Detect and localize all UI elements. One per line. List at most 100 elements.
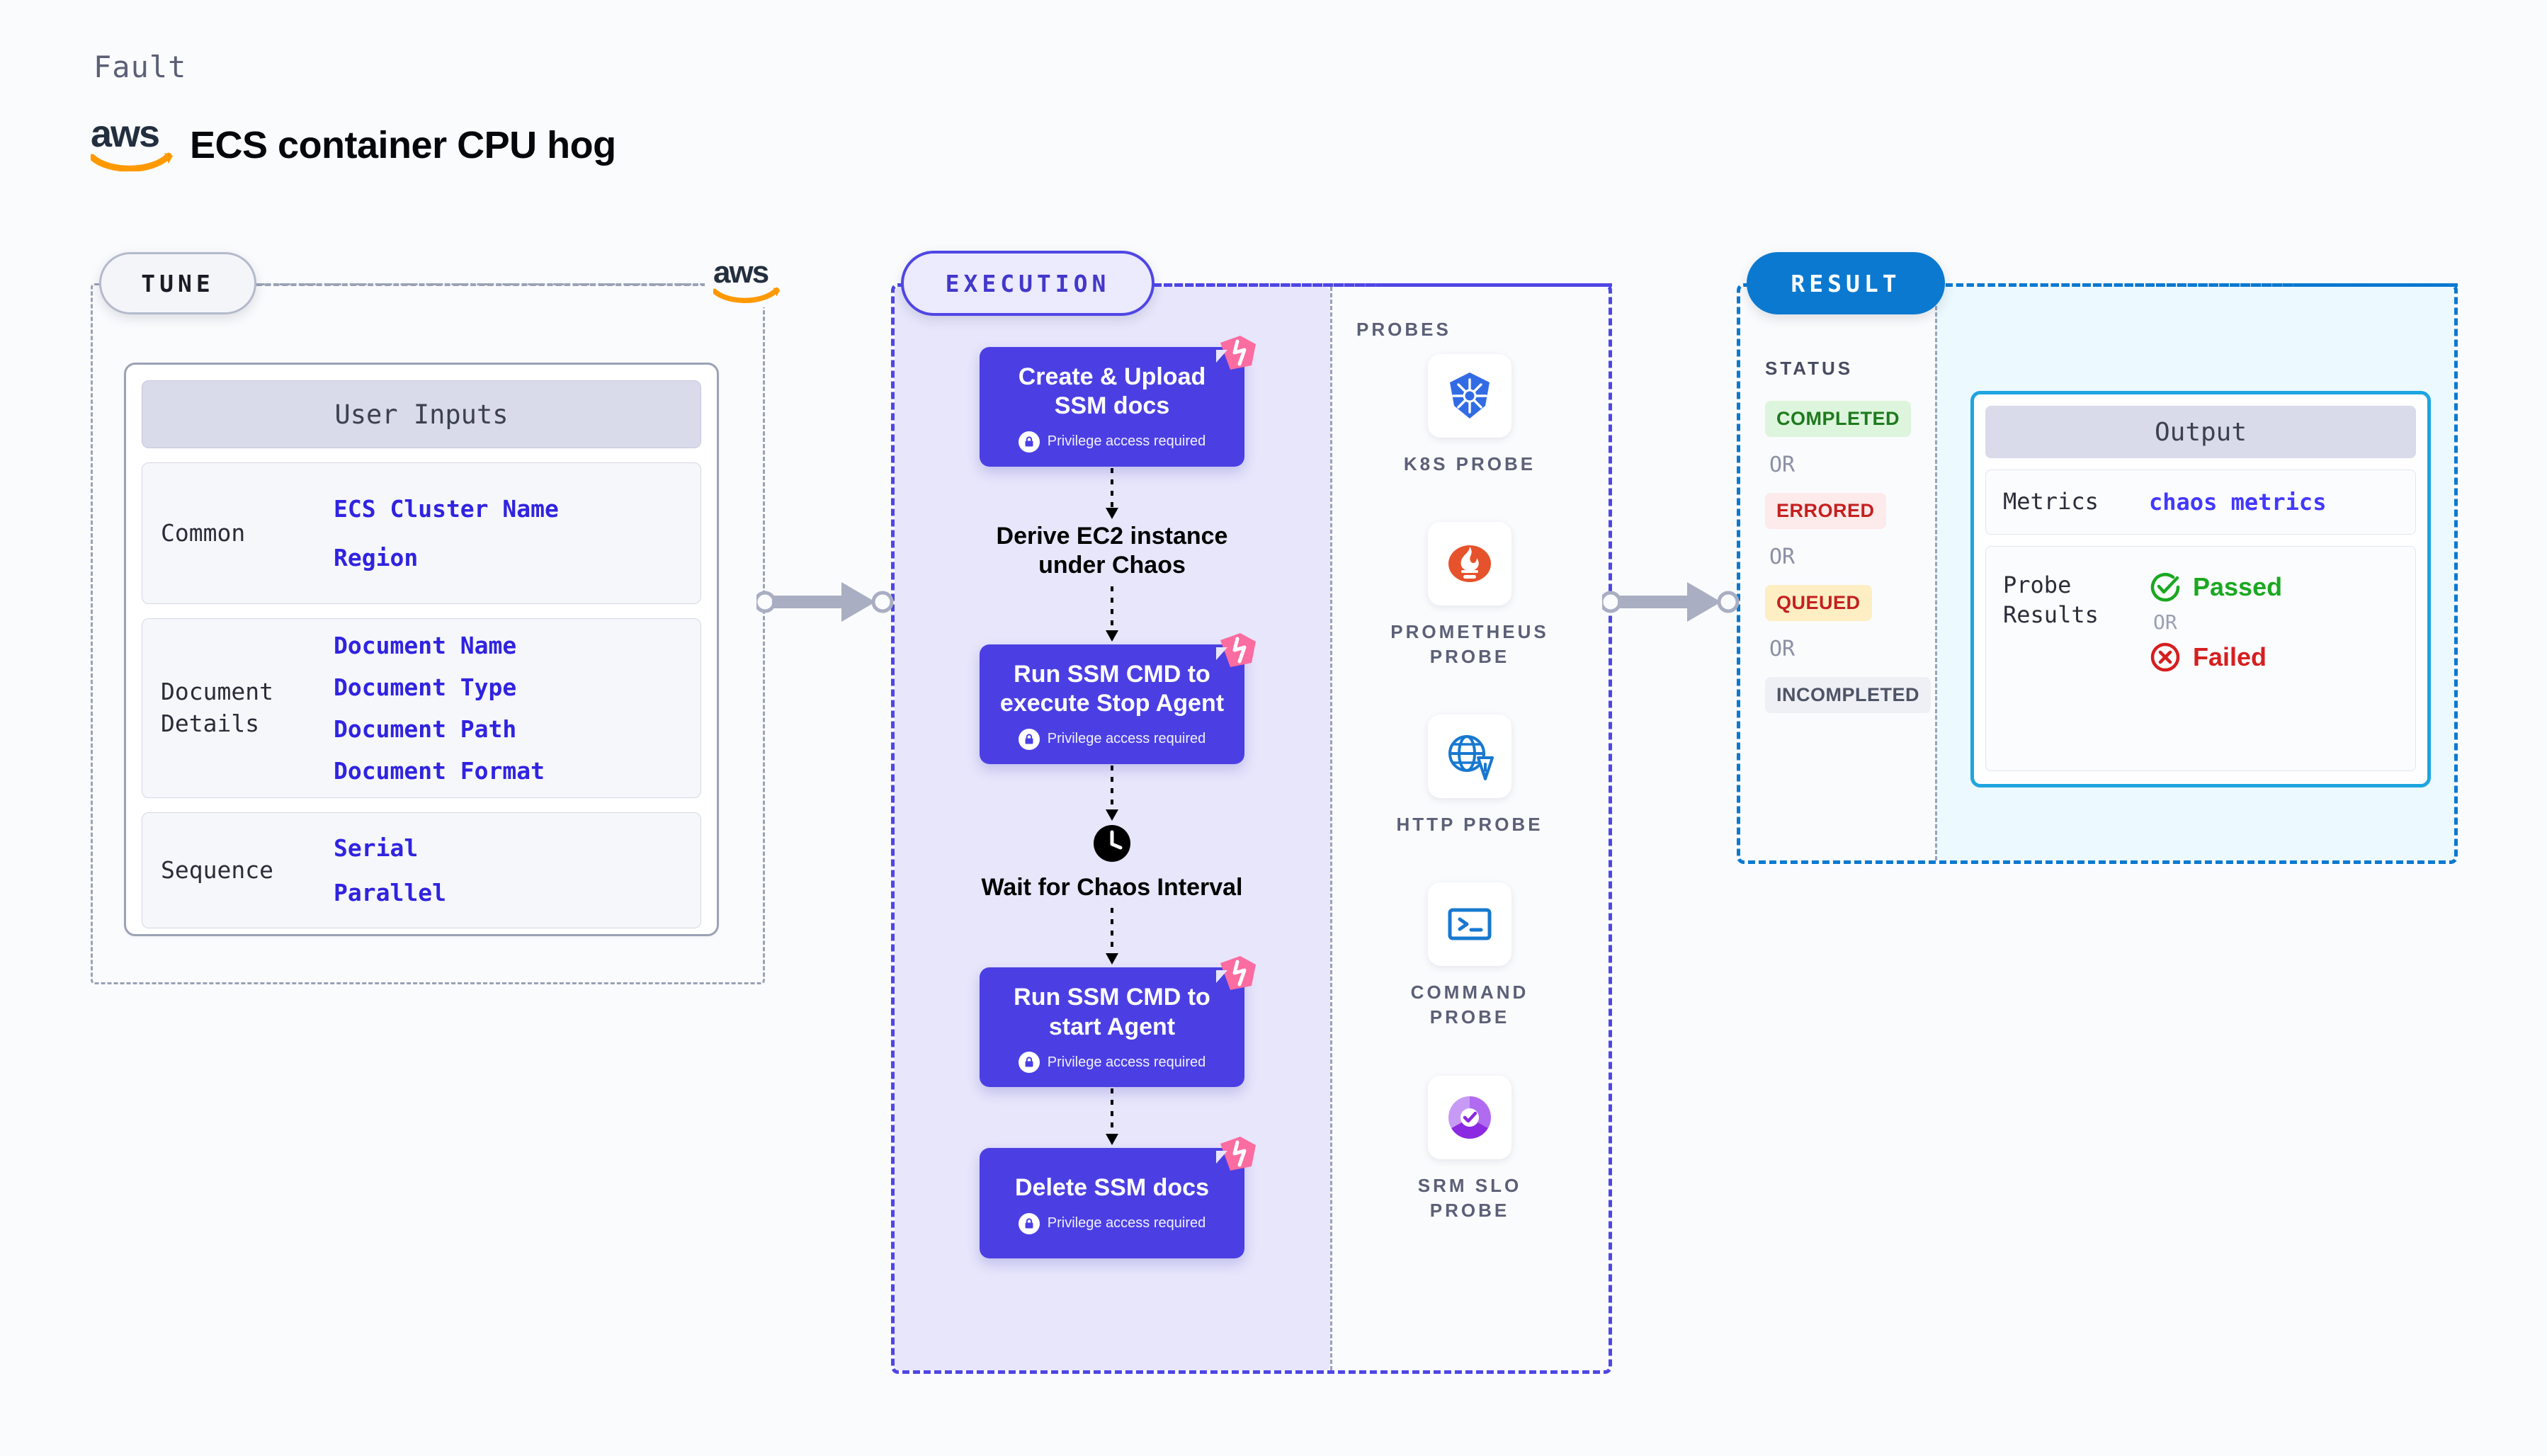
probe-item-http[interactable]: HTTP PROBE [1396,715,1543,837]
input-group-label: Document Details [161,678,273,737]
output-probe-results-label: Probe Results [2003,571,2099,628]
output-metrics-value[interactable]: chaos metrics [2149,489,2327,516]
probe-item-srm-slo[interactable]: SRM SLO PROBE [1417,1075,1522,1223]
execution-step-node[interactable]: Delete SSM docs Privilege access require… [980,1137,1256,1258]
execution-step-title: Derive EC2 instance under Chaos [996,522,1228,579]
input-group-label: Sequence [161,855,273,884]
flow-arrow [956,906,1268,967]
execution-step-node[interactable]: Create & Upload SSM docs Privilege acces… [980,336,1256,467]
probe-label: SRM SLO PROBE [1417,1174,1522,1221]
execution-probes-divider [1330,287,1332,1370]
execution-step-plain: Wait for Chaos Interval [963,824,1261,902]
status-badge: ERRORED [1765,493,1886,529]
input-value[interactable]: Serial [334,834,419,862]
aws-logo-text: aws [91,113,160,155]
tune-aws-logo-text: aws [713,255,769,290]
execution-step-title: Run SSM CMD to execute Stop Agent [999,660,1225,717]
user-inputs-card: User Inputs Common ECS Cluster Name Regi… [124,363,719,936]
aws-smile-icon [91,152,174,171]
execution-step-node[interactable]: Run SSM CMD to start Agent Privilege acc… [980,956,1256,1088]
tune-aws-smile-icon [713,286,781,304]
probe-result-failed: Failed [2149,641,2282,673]
page-title-row: aws ECS container CPU hog [91,115,616,171]
lock-icon [1018,1212,1040,1234]
input-value[interactable]: Document Format [334,757,545,785]
harness-chaos-icon [1216,955,1259,991]
probes-list: K8S PROBE PROMETHEUS PROBE [1346,354,1594,1223]
probe-passed-label: Passed [2193,572,2283,601]
input-value[interactable]: ECS Cluster Name [334,495,559,523]
execution-flow: Create & Upload SSM docs Privilege acces… [956,336,1268,1258]
lock-icon [1018,431,1040,453]
probe-result-passed: Passed [2149,571,2282,603]
privilege-note: Privilege access required [992,431,1232,453]
probe-result-values: Passed OR Failed [2149,571,2282,673]
probe-label: K8S PROBE [1403,453,1536,474]
status-or-label: OR [1769,637,1796,661]
tune-aws-logo-icon: aws [705,255,790,308]
result-pill[interactable]: RESULT [1747,252,1945,314]
probe-item-k8s[interactable]: K8S PROBE [1404,354,1536,477]
result-top-dash [1935,283,2458,287]
tune-panel: TUNE [91,252,765,984]
output-metrics-label: Metrics [2003,488,2099,516]
status-badge: COMPLETED [1765,401,1912,437]
probe-item-command[interactable]: COMMAND PROBE [1411,882,1529,1030]
clock-icon [963,824,1261,863]
privilege-note: Privilege access required [992,1212,1232,1234]
probe-item-prometheus[interactable]: PROMETHEUS PROBE [1390,522,1548,669]
page-eyebrow: Fault [93,50,187,84]
execution-pill[interactable]: EXECUTION [901,251,1155,316]
privilege-note-label: Privilege access required [1047,1054,1206,1070]
execution-step-title: Run SSM CMD to start Agent [1014,984,1210,1040]
flow-arrow [956,585,1268,644]
page-title: ECS container CPU hog [190,124,616,166]
terminal-icon [1428,882,1511,967]
http-globe-warning-icon [1427,715,1511,799]
input-value[interactable]: Region [334,544,419,571]
status-or-label: OR [1769,545,1796,569]
status-badge: QUEUED [1765,585,1872,621]
execution-step-title: Delete SSM docs [1015,1174,1209,1202]
input-value[interactable]: Document Name [334,632,517,659]
privilege-note-label: Privilege access required [1047,433,1206,450]
input-group-values: ECS Cluster Name Region [334,495,559,571]
status-badge: INCOMPLETED [1765,677,1931,713]
tune-to-execution-arrow [756,574,898,630]
execution-top-dash [1155,283,1612,287]
input-group-sequence: Sequence Serial Parallel [142,812,701,928]
flow-arrow [956,764,1268,824]
privilege-note-label: Privilege access required [1047,1215,1206,1232]
execution-step-title: Create & Upload SSM docs [1018,363,1206,420]
probes-background [1330,287,1609,1370]
harness-chaos-icon [1216,632,1259,669]
privilege-note: Privilege access required [992,1052,1232,1074]
status-title: STATUS [1765,358,1854,379]
privilege-note: Privilege access required [992,728,1232,750]
output-probe-results-row: Probe Results Passed OR [1985,546,2416,771]
input-value[interactable]: Document Type [334,673,517,701]
output-card: Output Metrics chaos metrics Probe Resul… [1970,391,2431,787]
input-group-values: Document Name Document Type Document Pat… [334,632,545,785]
probe-label: COMMAND PROBE [1410,982,1529,1028]
prometheus-icon [1428,522,1511,606]
tune-pill[interactable]: TUNE [99,252,256,314]
probe-label: HTTP PROBE [1396,814,1543,836]
input-group-common: Common ECS Cluster Name Region [142,462,701,604]
input-value[interactable]: Document Path [334,715,517,743]
aws-logo-icon: aws [91,115,174,171]
harness-chaos-icon [1216,1135,1259,1172]
lock-icon [1018,1052,1040,1074]
status-column: STATUS COMPLETED OR ERRORED OR QUEUED OR… [1765,358,1942,713]
result-status-background [1740,287,1935,860]
user-inputs-header: User Inputs [142,380,701,448]
cross-circle-icon [2149,641,2182,673]
execution-step-node[interactable]: Run SSM CMD to execute Stop Agent Privil… [980,632,1256,764]
probes-title: PROBES [1356,319,1451,340]
input-value[interactable]: Parallel [334,879,446,906]
tune-top-dash [248,283,707,286]
privilege-note-label: Privilege access required [1047,731,1206,747]
srm-slo-icon [1427,1075,1511,1159]
harness-chaos-icon [1216,334,1259,371]
